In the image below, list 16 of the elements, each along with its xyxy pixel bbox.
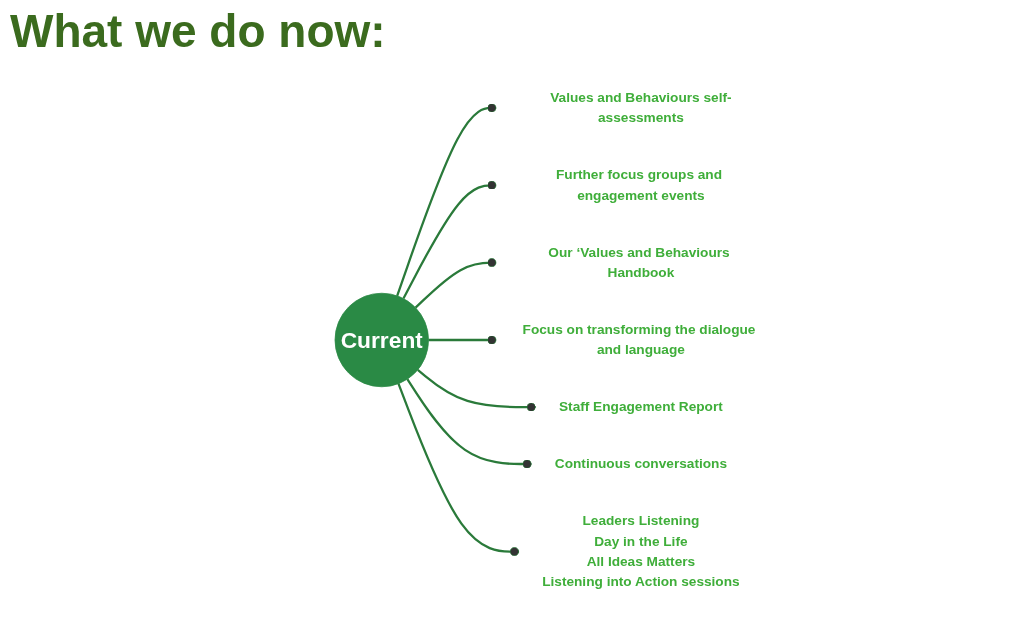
node-text: Values and Behaviours self-assessments — [550, 89, 732, 126]
connector — [414, 258, 497, 309]
node-text: Continuous conversations — [554, 456, 727, 472]
node-text: Our ‘Values and Behaviours Handbook — [548, 244, 730, 281]
node-text: Staff Engagement Report — [558, 399, 723, 415]
title: What we do now: — [10, 4, 386, 58]
connector — [417, 369, 537, 412]
node-text: Leaders Listening Day in the Life All Ideas Matters Listening into Action sessions — [542, 512, 740, 590]
connector — [402, 180, 497, 300]
connector — [428, 335, 497, 345]
node-circle: Current — [334, 292, 429, 388]
connector — [397, 383, 520, 557]
node-text: Focus on transforming the dialogue and language — [522, 321, 756, 358]
connector — [396, 103, 497, 297]
connector — [406, 378, 533, 469]
node-text: Further focus groups and engagement events — [555, 167, 723, 203]
